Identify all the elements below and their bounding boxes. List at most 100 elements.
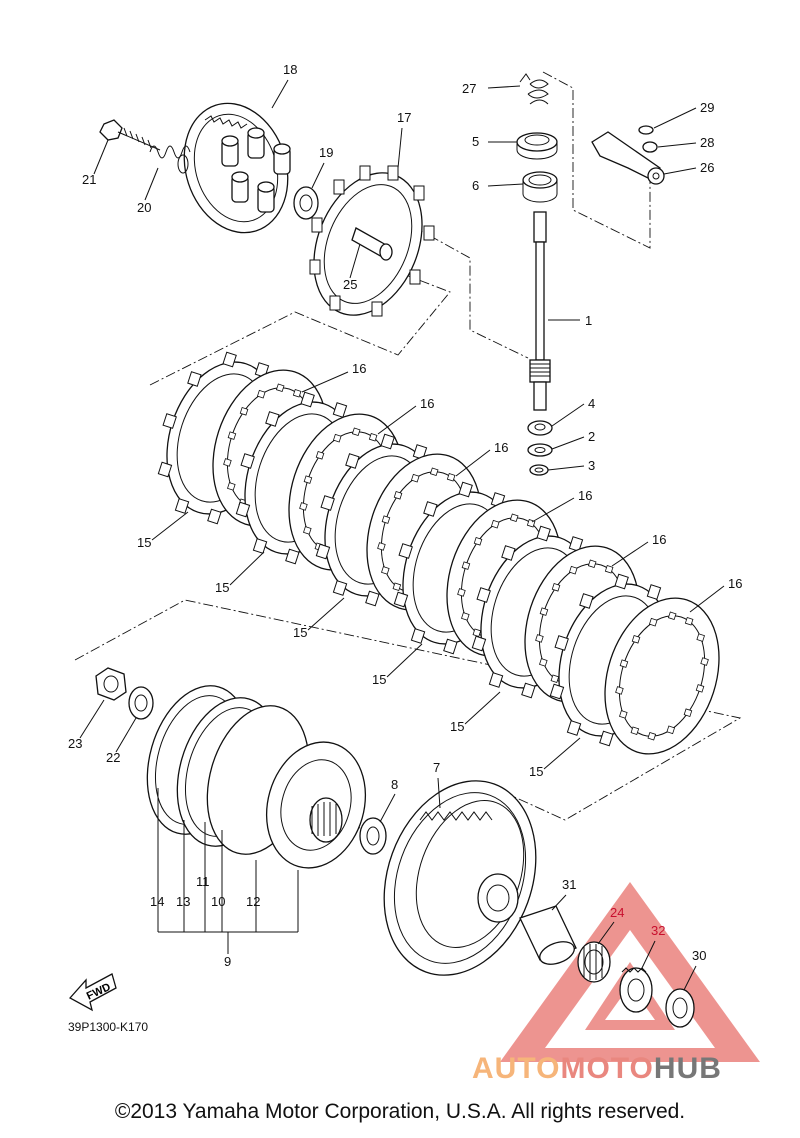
washer-2	[527, 443, 553, 457]
callout-19: 19	[319, 145, 333, 160]
callout-31: 31	[562, 877, 576, 892]
washer-30	[665, 988, 695, 1028]
callout-21: 21	[82, 172, 96, 187]
callout-28: 28	[700, 135, 714, 150]
leader-line-2	[551, 436, 585, 450]
leader-line-15	[386, 643, 423, 678]
leader-line-4	[551, 403, 585, 427]
leader-line-28	[657, 142, 697, 148]
circlip-29	[638, 125, 654, 135]
leader-line-32	[641, 940, 656, 969]
oil-seal-5	[516, 132, 558, 160]
leader-line-6	[487, 183, 524, 187]
callout-20: 20	[137, 200, 151, 215]
leader-line-17	[397, 127, 403, 169]
washer-28	[642, 141, 658, 153]
leader-line-15	[464, 691, 501, 725]
callout-17: 17	[397, 110, 411, 125]
spring-27	[519, 73, 549, 105]
callout-5: 5	[472, 134, 479, 149]
callout-22: 22	[106, 750, 120, 765]
callout-23: 23	[68, 736, 82, 751]
callout-13: 13	[176, 894, 190, 909]
copyright-notice: ©2013 Yamaha Motor Corporation, U.S.A. A…	[114, 1100, 686, 1123]
callout-6: 6	[472, 178, 479, 193]
callout-labels: 1234567891011121314151515151515161616161…	[68, 62, 742, 969]
callout-30: 30	[692, 948, 706, 963]
lock-washer-22	[128, 686, 154, 720]
leader-line-23	[79, 699, 105, 739]
clutch-housing-7	[383, 780, 537, 976]
leader-line-15	[151, 511, 189, 541]
callout-7: 7	[433, 760, 440, 775]
clutch-boss-group	[146, 685, 367, 869]
leader-line-16	[611, 541, 649, 567]
leader-line-8	[379, 793, 396, 823]
push-lever-shaft-1	[529, 211, 551, 411]
callout-10: 10	[211, 894, 225, 909]
leader-line-25	[349, 243, 361, 279]
circlip-3	[529, 464, 549, 476]
leader-line-18	[271, 79, 289, 109]
leader-line-24	[597, 921, 615, 945]
leader-line-16	[531, 497, 575, 523]
callout-8: 8	[391, 777, 398, 792]
callout-14: 14	[150, 894, 164, 909]
callout-2: 2	[588, 429, 595, 444]
callout-15: 15	[215, 580, 229, 595]
leader-line-30	[683, 965, 697, 991]
leader-line-26	[663, 167, 697, 175]
thrust-washer-8	[359, 817, 387, 855]
leader-lines	[79, 79, 725, 991]
leader-line-16	[301, 371, 349, 393]
leader-line-29	[653, 107, 697, 129]
callout-15: 15	[137, 535, 151, 550]
callout-29: 29	[700, 100, 714, 115]
fwd-arrow-icon: FWD	[68, 973, 117, 1012]
leader-line-16	[689, 585, 725, 613]
bearing-19	[293, 186, 319, 220]
leader-line-7	[437, 777, 441, 809]
leader-line-31	[551, 894, 567, 911]
leader-line-19	[311, 162, 325, 189]
watermark-logo: AUTOMOTOHUB	[472, 1052, 722, 1086]
callout-11: 11	[196, 874, 210, 889]
leader-line-16	[377, 405, 417, 435]
callout-1: 1	[585, 313, 592, 328]
callout-16: 16	[728, 576, 742, 591]
push-lever-26	[591, 131, 665, 185]
watermark-part-moto: MOTO	[560, 1052, 654, 1085]
leader-line-27	[487, 85, 521, 89]
leader-line-15	[229, 551, 265, 586]
callout-15: 15	[293, 625, 307, 640]
pressure-plate	[183, 102, 291, 234]
callout-27: 27	[462, 81, 476, 96]
spring-20	[149, 145, 191, 174]
callout-3: 3	[588, 458, 595, 473]
adjust-screw-21	[99, 119, 161, 151]
leader-line-20	[144, 167, 159, 201]
callout-16: 16	[494, 440, 508, 455]
callout-4: 4	[588, 396, 595, 411]
leader-line-21	[93, 139, 109, 175]
leader-line-22	[115, 717, 137, 753]
callout-25: 25	[343, 277, 357, 292]
leader-line-15	[543, 737, 581, 770]
callout-12: 12	[246, 894, 260, 909]
callout-15: 15	[450, 719, 464, 734]
callout-18: 18	[283, 62, 297, 77]
callout-15: 15	[372, 672, 386, 687]
washer-4	[527, 420, 553, 436]
fwd-label: FWD	[85, 981, 113, 1002]
callout-32: 32	[651, 923, 665, 938]
callout-16: 16	[420, 396, 434, 411]
clutch-plate-16	[604, 597, 720, 755]
watermark-part-hub: HUB	[653, 1052, 722, 1085]
push-rod-25	[351, 227, 393, 261]
leader-line-3	[547, 465, 585, 471]
needle-bearing-6	[522, 171, 558, 203]
callout-26: 26	[700, 160, 714, 175]
callout-24: 24	[610, 905, 624, 920]
callout-16: 16	[352, 361, 366, 376]
